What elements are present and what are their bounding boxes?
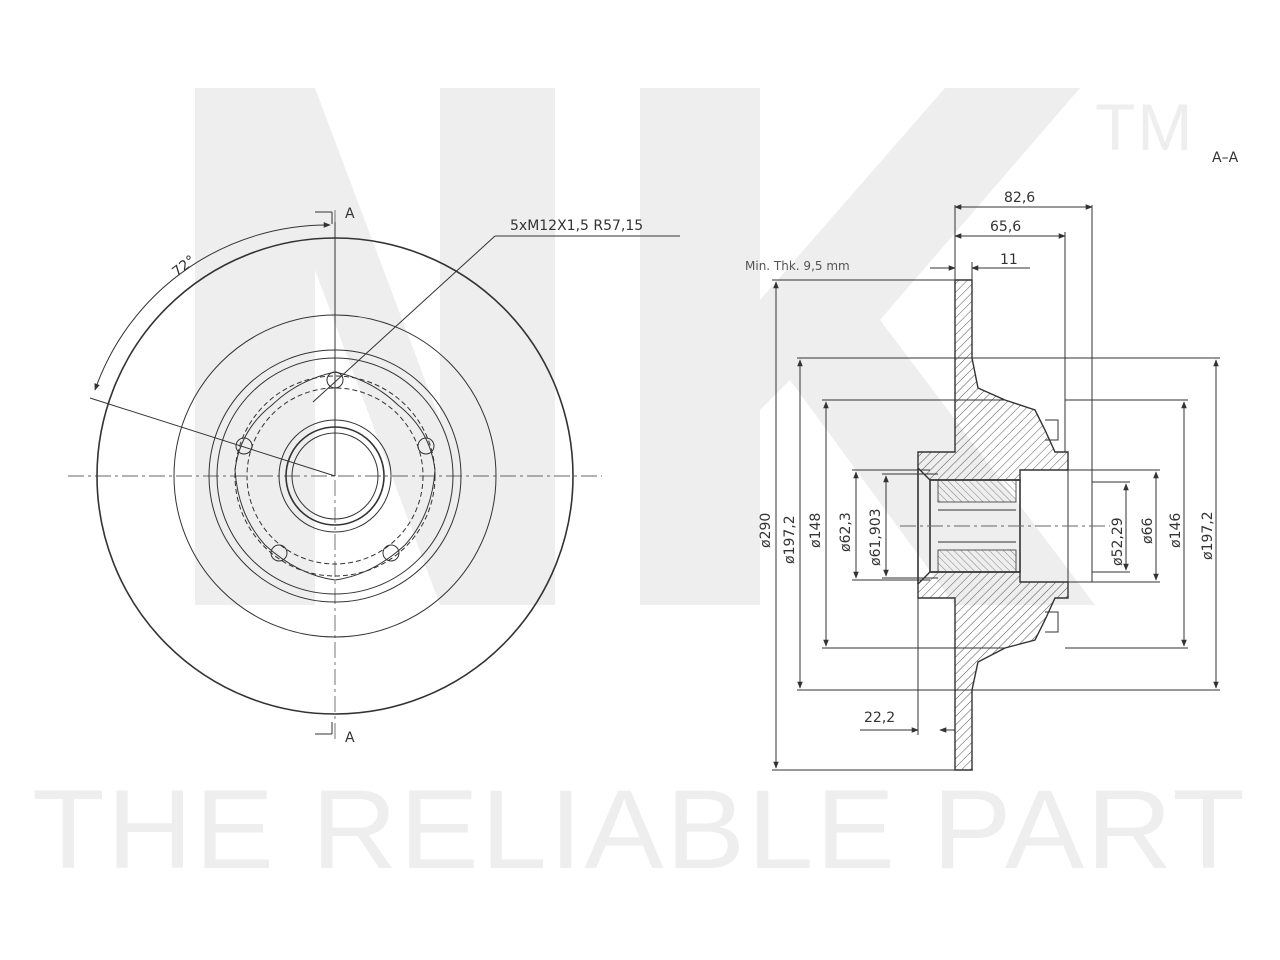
svg-text:11: 11 bbox=[1000, 252, 1018, 268]
dia-197-2-left: ø197,2 bbox=[782, 357, 972, 691]
dim-11: 11 bbox=[930, 252, 1030, 271]
svg-text:ø197,2: ø197,2 bbox=[1200, 511, 1216, 560]
angle-label: 72° bbox=[169, 253, 198, 281]
svg-text:ø52,29: ø52,29 bbox=[1110, 517, 1126, 566]
dim-82-6: 82,6 bbox=[954, 190, 1093, 210]
min-thickness-label: Min. Thk. 9,5 mm bbox=[745, 259, 850, 273]
dia-66: ø66 bbox=[1092, 469, 1160, 583]
dim-65-6: 65,6 bbox=[954, 219, 1066, 239]
svg-text:82,6: 82,6 bbox=[1004, 190, 1035, 206]
bearing-race-lower bbox=[937, 549, 1017, 573]
section-title: A–A bbox=[1212, 150, 1239, 166]
dia-52-29: ø52,29 bbox=[1092, 481, 1130, 573]
svg-text:65,6: 65,6 bbox=[990, 219, 1021, 235]
svg-text:ø62,3: ø62,3 bbox=[838, 512, 854, 552]
svg-text:ø197,2: ø197,2 bbox=[782, 515, 798, 564]
trademark-text: TM bbox=[1095, 90, 1194, 164]
svg-text:ø290: ø290 bbox=[758, 513, 774, 548]
dia-148: ø148 bbox=[808, 399, 1005, 649]
dia-197-2-right: ø197,2 bbox=[972, 357, 1220, 691]
svg-text:A: A bbox=[345, 206, 355, 222]
svg-text:ø66: ø66 bbox=[1140, 518, 1156, 544]
svg-text:ø148: ø148 bbox=[808, 513, 824, 548]
dia-146: ø146 bbox=[1065, 399, 1188, 649]
svg-text:A: A bbox=[345, 730, 355, 746]
thread-callout: 5xM12X1,5 R57,15 bbox=[510, 218, 643, 234]
dia-290: ø290 bbox=[758, 279, 955, 771]
disc-profile-upper bbox=[917, 279, 1069, 481]
section-view: A–A 82,6 65,6 bbox=[745, 150, 1239, 771]
dia-62-3: ø62,3 bbox=[838, 469, 930, 581]
section-mark-top: A bbox=[315, 206, 355, 224]
dim-22-2: 22,2 bbox=[860, 598, 955, 735]
svg-text:22,2: 22,2 bbox=[864, 710, 895, 726]
svg-text:ø146: ø146 bbox=[1168, 513, 1184, 548]
bearing-race-upper bbox=[937, 479, 1017, 503]
slogan-text: THE RELIABLE PART bbox=[32, 767, 1247, 892]
disc-profile-lower bbox=[917, 571, 1069, 771]
dia-61-903: ø61,903 bbox=[868, 473, 938, 579]
svg-text:ø61,903: ø61,903 bbox=[868, 508, 884, 566]
front-view: 72° 5xM12X1,5 R57,15 A A bbox=[68, 206, 680, 746]
watermark: TM THE RELIABLE PART bbox=[32, 88, 1247, 892]
section-mark-bottom: A bbox=[315, 722, 355, 746]
